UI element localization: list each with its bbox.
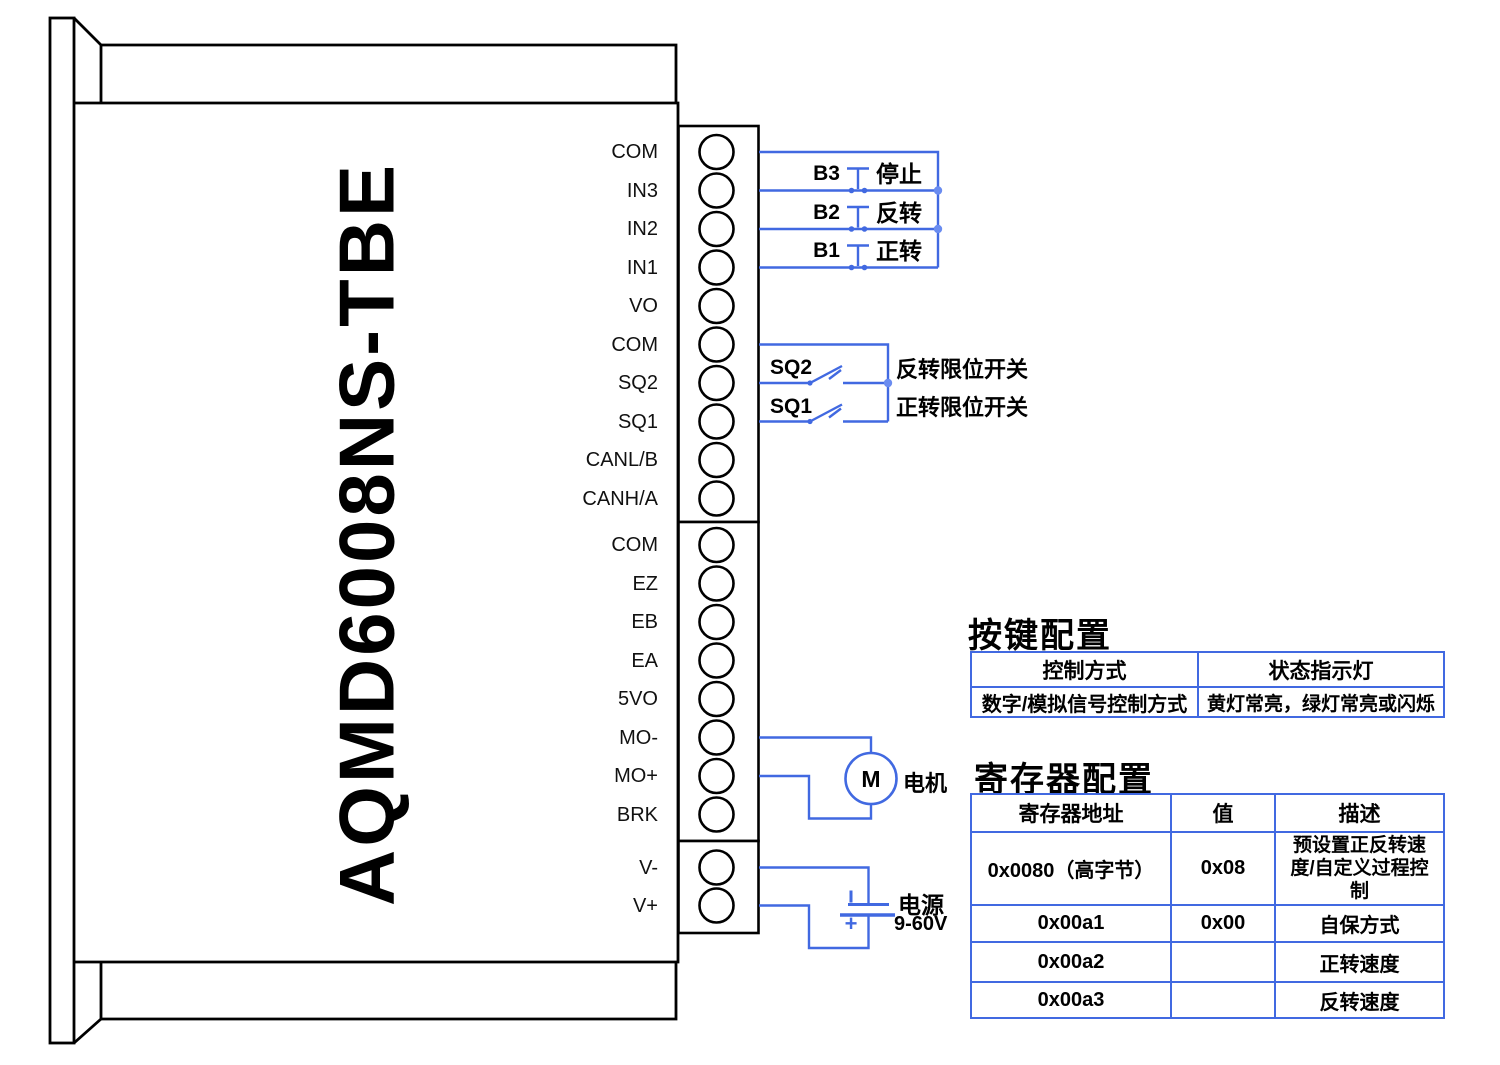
switch-id-label: SQ2 <box>770 356 813 379</box>
terminal-label: EA <box>631 649 658 672</box>
motor-symbol <box>844 751 898 806</box>
register-value-cell <box>1170 981 1274 1017</box>
button-function-label: 停止 <box>876 161 922 187</box>
power-label: 电源 <box>898 892 944 918</box>
register-header-addr: 寄存器地址 <box>1018 803 1124 826</box>
terminal-label: V- <box>639 856 658 879</box>
terminal-label: MO+ <box>614 765 658 787</box>
switch-id-label: SQ1 <box>770 394 813 418</box>
motor-m-label: M <box>861 766 881 792</box>
button-id-label: B2 <box>813 200 840 224</box>
key-config-table: 控制方式 状态指示灯 数字/模拟信号控制方式 黄灯常亮，绿灯常亮或闪烁 <box>970 651 1445 718</box>
terminal-label: BRK <box>616 803 658 826</box>
terminal-label: IN2 <box>626 218 658 240</box>
key-config-cell-control: 数字/模拟信号控制方式 <box>972 686 1197 716</box>
terminal-label: COM <box>611 333 658 356</box>
terminal-label: EB <box>631 611 658 633</box>
terminal-label: MO- <box>619 726 658 749</box>
register-desc-cell: 反转速度 <box>1274 981 1443 1017</box>
register-addr-cell: 0x00a3 <box>972 981 1170 1017</box>
button-id-label: B1 <box>813 239 840 262</box>
terminal-label: 5VO <box>617 688 658 710</box>
key-config-cell-indicator: 黄灯常亮，绿灯常亮或闪烁 <box>1197 686 1443 716</box>
terminal-label: IN3 <box>626 179 658 202</box>
register-value-cell <box>1170 941 1274 981</box>
register-desc-cell: 正转速度 <box>1274 941 1443 981</box>
register-desc-cell: 预设置正反转速度/自定义过程控制 <box>1274 831 1443 904</box>
terminal-label: EZ <box>632 572 658 595</box>
motor-wiring <box>759 736 898 820</box>
key-config-header-control: 控制方式 <box>1042 659 1127 683</box>
button-id-label: B3 <box>813 162 840 185</box>
terminal-label: COM <box>611 141 658 163</box>
terminal-label: CANH/A <box>582 487 658 510</box>
register-addr-cell: 0x00a1 <box>972 904 1170 941</box>
terminal-circles <box>698 133 735 924</box>
limit-switch-wiring <box>759 343 890 423</box>
power-wiring <box>759 866 895 950</box>
register-addr-cell: 0x0080（高字节） <box>972 831 1170 904</box>
button-wiring <box>759 150 940 269</box>
terminal-label: IN1 <box>626 256 658 279</box>
register-value-cell: 0x08 <box>1170 831 1274 904</box>
terminal-label: SQ1 <box>617 410 658 433</box>
wire-dots <box>807 186 943 425</box>
key-config-header-indicator: 状态指示灯 <box>1197 653 1443 686</box>
power-voltage-label: 9-60V <box>894 913 948 935</box>
button-function-label: 正转 <box>876 238 922 264</box>
device-model-label: AQMD6008NS-TBE <box>322 161 411 907</box>
switch-function-label: 正转限位开关 <box>896 395 1029 420</box>
key-config-title: 按键配置 <box>968 617 1112 655</box>
register-addr-cell: 0x00a2 <box>972 941 1170 981</box>
terminal-label: COM <box>611 534 658 556</box>
button-function-label: 反转 <box>876 199 922 226</box>
register-header-value: 值 <box>1170 795 1274 831</box>
terminal-label: CANL/B <box>585 449 658 471</box>
switch-function-label: 反转限位开关 <box>896 357 1029 382</box>
motor-label: 电机 <box>903 771 948 796</box>
register-header-desc: 描述 <box>1274 795 1443 831</box>
terminal-label: V+ <box>632 894 658 917</box>
register-desc-cell: 自保方式 <box>1274 904 1443 941</box>
battery-plus-mark: + <box>844 911 858 936</box>
terminal-label: SQ2 <box>617 372 658 394</box>
register-config-title: 寄存器配置 <box>974 761 1154 799</box>
register-config-table: 寄存器地址 值 描述 0x0080（高字节） 0x08 预设置正反转速度/自定义… <box>970 793 1445 1019</box>
register-value-cell: 0x00 <box>1170 904 1274 941</box>
terminal-label: VO <box>629 295 658 317</box>
